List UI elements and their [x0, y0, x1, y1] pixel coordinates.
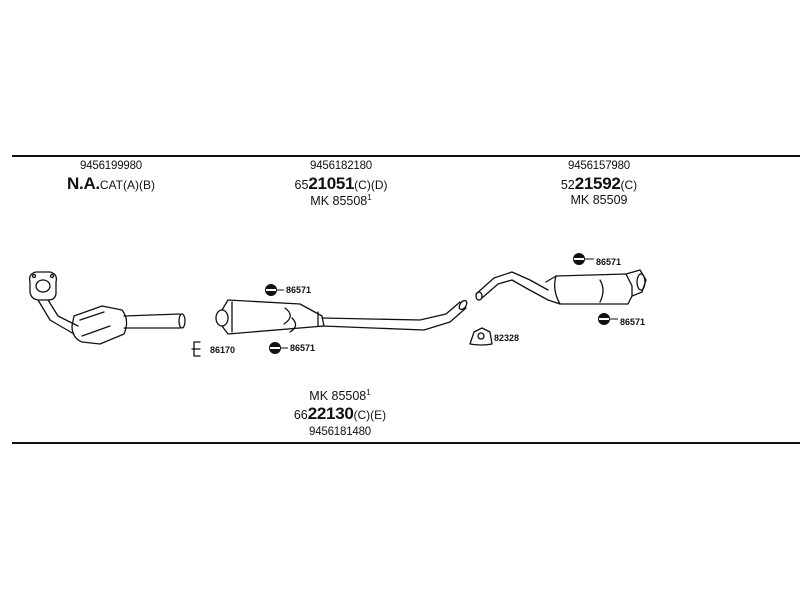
bottom-part-number: 9456181480	[309, 426, 371, 438]
bottom-mk-sup: 1	[366, 388, 371, 397]
bottom-part-code: 6622130(C)(E)	[294, 404, 386, 424]
middle-code-main: 21051	[308, 174, 355, 193]
middle-mk-sup: 1	[367, 193, 372, 202]
right-mk-label: MK 85509	[570, 193, 628, 207]
middle-code-suffix: (C)(D)	[354, 178, 388, 192]
hanger-icon	[265, 284, 284, 296]
bottom-code-prefix: 66	[293, 408, 308, 422]
bracket-part	[469, 327, 493, 346]
catalytic-converter	[28, 271, 186, 345]
callout-hanger-rear-bottom: 86571	[620, 317, 646, 327]
hanger-icon	[573, 253, 594, 265]
middle-silencer	[215, 299, 468, 335]
middle-part-code: 6521051(C)(D)	[294, 174, 387, 194]
hanger-icon	[598, 313, 618, 325]
middle-mk-label: MK 855081	[310, 193, 371, 208]
bottom-code-suffix: (C)(E)	[353, 408, 387, 422]
bottom-mk-text: MK 85508	[309, 389, 367, 404]
bottom-mk-label: MK 855081	[309, 388, 370, 403]
left-part-number: 9456199980	[80, 160, 142, 172]
left-code-suffix: CAT(A)(B)	[99, 178, 155, 192]
hanger-icon	[269, 342, 288, 354]
bottom-rule	[12, 442, 800, 444]
right-code-main: 21592	[574, 174, 621, 193]
top-rule	[12, 155, 800, 157]
rear-silencer	[475, 269, 647, 305]
right-part-code: 5221592(C)	[561, 174, 637, 194]
middle-mk-text: MK 85508	[310, 194, 368, 209]
callout-clamp: 86170	[210, 345, 236, 355]
left-code-main: N.A.	[67, 174, 100, 193]
right-part-number: 9456157980	[568, 160, 630, 172]
left-part-code: N.A.CAT(A)(B)	[67, 174, 155, 194]
callout-hanger-rear-top: 86571	[596, 257, 622, 267]
hanger-icons	[265, 253, 618, 354]
bottom-code-main: 22130	[307, 404, 354, 423]
right-code-prefix: 52	[560, 178, 575, 192]
clamp-part	[191, 341, 201, 357]
middle-part-number: 9456182180	[310, 160, 372, 172]
callout-hanger-middle-top: 86571	[286, 285, 312, 295]
right-code-suffix: (C)	[620, 178, 638, 192]
callout-hanger-middle-bottom: 86571	[290, 343, 316, 353]
callout-bracket: 82328	[494, 333, 520, 343]
middle-code-prefix: 65	[294, 178, 309, 192]
